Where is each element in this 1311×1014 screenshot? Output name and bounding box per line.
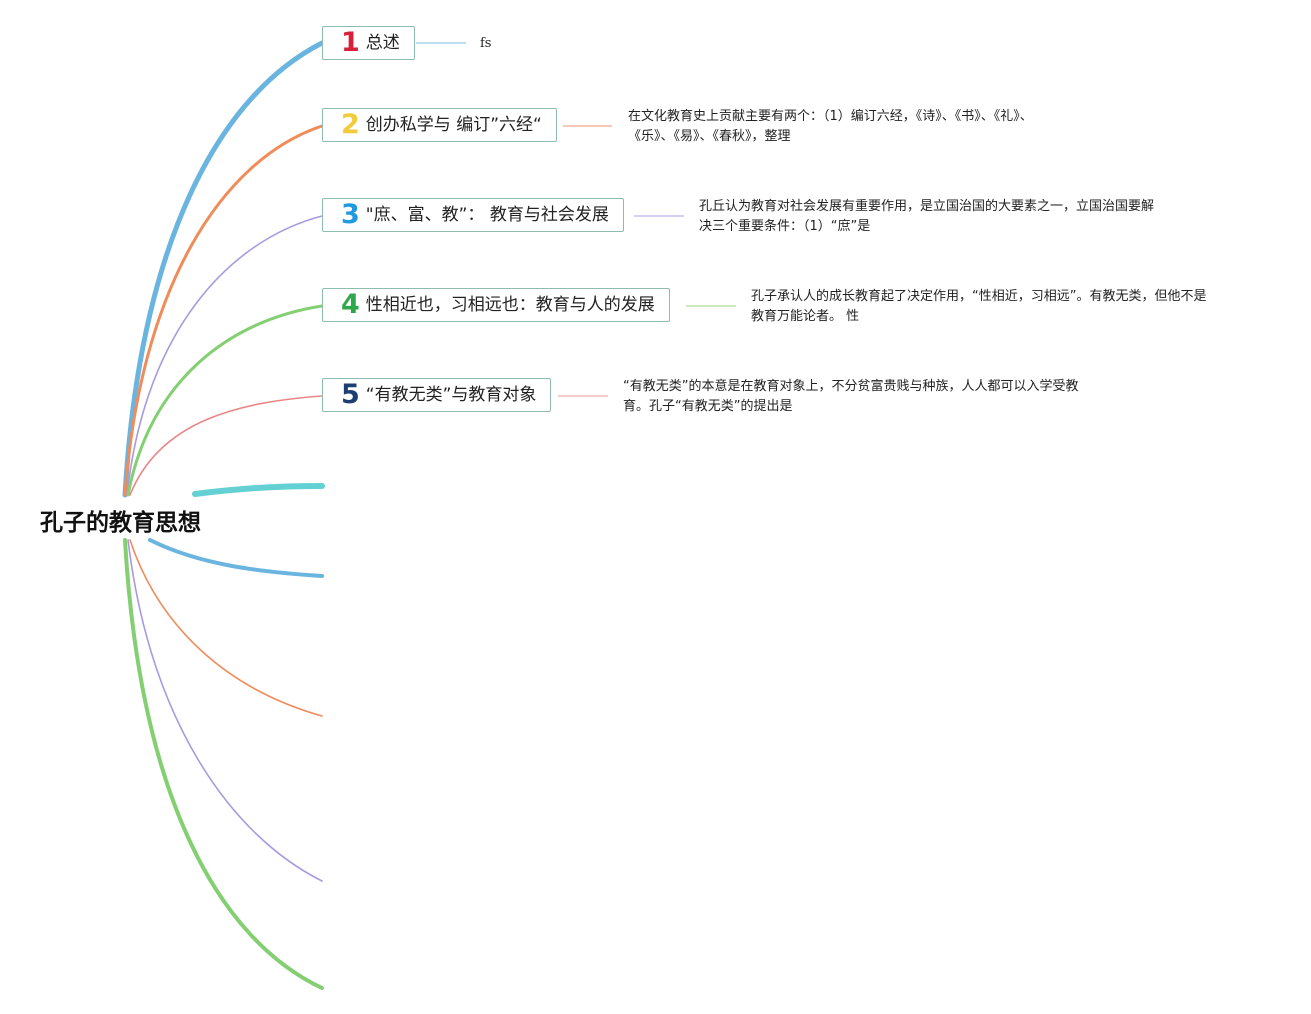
topic-3[interactable]: 3 "庶、富、教”： 教育与社会发展 bbox=[322, 198, 624, 232]
root-topic[interactable]: 孔子的教育思想 bbox=[40, 510, 201, 536]
branch-line-1 bbox=[122, 40, 325, 498]
topic-1-label: 总述 bbox=[365, 33, 400, 53]
branch-line-3 bbox=[126, 215, 323, 496]
branch-line-6 bbox=[192, 483, 325, 497]
topic-3-label: "庶、富、教”： 教育与社会发展 bbox=[365, 205, 609, 225]
topic-4[interactable]: 4 性相近也，习相远也：教育与人的发展 bbox=[322, 288, 670, 322]
note-line: 孔丘认为教育对社会发展有重要作用，是立国治国的大要素之一，立国治国要解 bbox=[699, 199, 1155, 214]
note-line: 教育万能论者。 性 bbox=[751, 309, 860, 324]
note-line: “有教无类”的本意是在教育对象上，不分贫富贵贱与种族，人人都可以入学受教 bbox=[623, 379, 1079, 394]
topic-2-label: 创办私学与 编订”六经“ bbox=[365, 115, 542, 135]
branch-line-9 bbox=[127, 539, 323, 882]
topic-3-number: 3 bbox=[341, 199, 360, 230]
topic-1-number: 1 bbox=[341, 27, 360, 58]
branch-line-5 bbox=[129, 395, 323, 496]
note-line: 孔子承认人的成长教育起了决定作用，“性相近，习相远”。有教无类，但他不是 bbox=[751, 289, 1207, 304]
note-line: fs bbox=[480, 36, 492, 51]
topic-4-note: 孔子承认人的成长教育起了决定作用，“性相近，习相远”。有教无类，但他不是 教育万… bbox=[751, 287, 1206, 327]
topic-4-label: 性相近也，习相远也：教育与人的发展 bbox=[365, 295, 655, 315]
topic-5-note: “有教无类”的本意是在教育对象上，不分贫富贵贱与种族，人人都可以入学受教 育。孔… bbox=[623, 377, 1078, 417]
topic-2-number: 2 bbox=[341, 109, 360, 140]
branch-line-4 bbox=[126, 304, 324, 497]
branch-line-10 bbox=[123, 538, 324, 990]
topic-1[interactable]: 1 总述 bbox=[322, 26, 415, 60]
branch-line-8 bbox=[129, 539, 323, 717]
topic-2[interactable]: 2 创办私学与 编订”六经“ bbox=[322, 108, 557, 142]
topic-5-number: 5 bbox=[341, 379, 360, 410]
note-line: 在文化教育史上贡献主要有两个：（1）编订六经，《诗》、《书》、《礼》、 bbox=[628, 109, 1033, 124]
topic-2-note: 在文化教育史上贡献主要有两个：（1）编订六经，《诗》、《书》、《礼》、 《乐》、… bbox=[628, 107, 1033, 147]
topic-1-note: fs bbox=[480, 34, 491, 54]
note-line: 决三个重要条件：（1）“庶”是 bbox=[699, 219, 871, 234]
note-line: 育。孔子“有教无类”的提出是 bbox=[623, 399, 793, 414]
topic-5[interactable]: 5 “有教无类”与教育对象 bbox=[322, 378, 552, 412]
branch-line-2 bbox=[123, 124, 324, 497]
branch-line-7 bbox=[148, 538, 324, 578]
topic-3-note: 孔丘认为教育对社会发展有重要作用，是立国治国的大要素之一，立国治国要解 决三个重… bbox=[699, 197, 1154, 237]
topic-5-label: “有教无类”与教育对象 bbox=[365, 385, 537, 405]
topic-4-number: 4 bbox=[341, 289, 360, 320]
note-line: 《乐》、《易》、《春秋》，整理 bbox=[628, 129, 791, 144]
